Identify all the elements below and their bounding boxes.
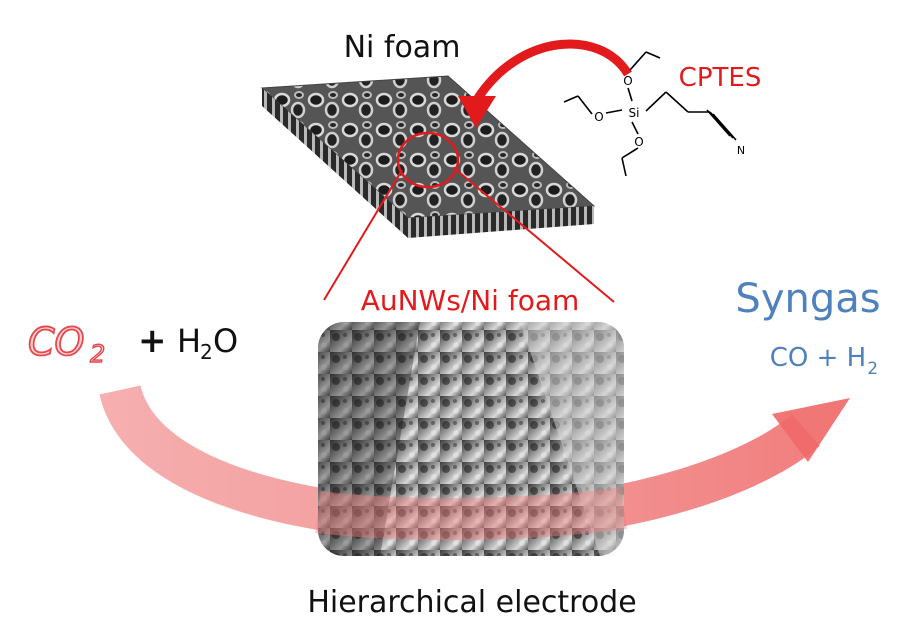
aunws-sem-image [318,322,624,556]
zoom-indicator [323,131,615,303]
o-atom-bottom: O [634,135,643,149]
h2o-label: H 2 O [177,322,238,364]
plus-sign: + [138,321,167,361]
si-atom: Si [629,106,640,120]
ni-foam-label: Ni foam [344,30,461,65]
cptes-arrow [458,39,632,128]
h2o-subscript: 2 [200,340,213,364]
o-atom-left: O [594,110,603,124]
aunws-label: AuNWs/Ni foam [361,284,580,317]
syngas-formula-subscript: 2 [867,359,878,379]
syngas-formula: CO + H 2 [770,343,878,379]
o-atom-top: O [623,74,632,88]
reaction-arrow-head [772,398,850,462]
h2o-h: H [177,322,201,360]
syngas-formula-text: CO + H [770,343,866,373]
cptes-molecule [563,51,737,177]
n-atom: N [737,144,745,157]
cptes-atoms: Si O O O N [594,74,745,157]
syngas-label: Syngas [735,276,880,322]
ni-foam-slab [260,75,596,238]
cptes-label: CPTES [679,63,762,93]
co2-subscript: 2 [90,340,105,368]
h2o-o: O [213,322,238,360]
co2-text: CO [28,320,84,364]
reaction-arrow-overlay [315,487,627,541]
co2-label: CO 2 [27,319,106,369]
caption: Hierarchical electrode [307,585,636,620]
